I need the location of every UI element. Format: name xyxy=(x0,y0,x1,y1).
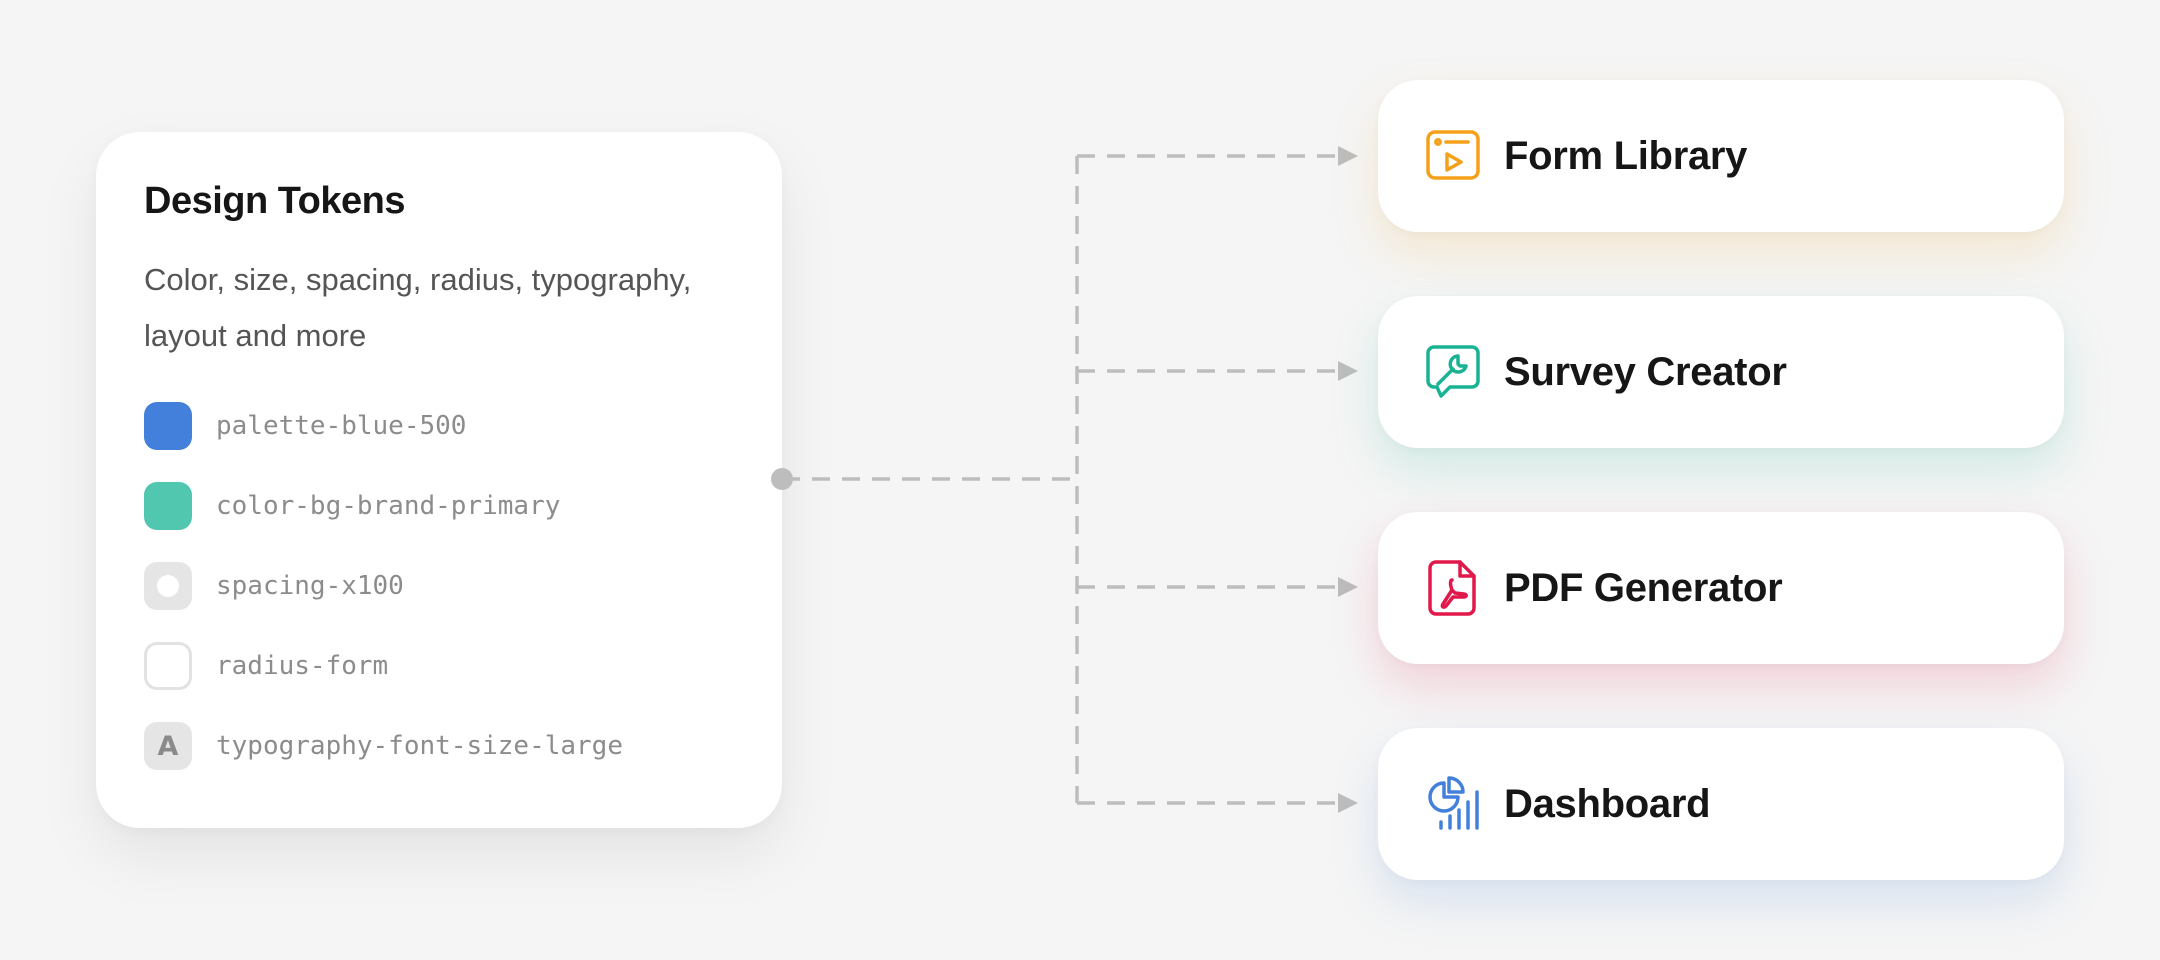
typography-swatch-icon: A xyxy=(144,722,192,770)
dashboard-card[interactable]: Dashboard xyxy=(1378,728,2064,880)
token-item-spacing-x100: spacing-x100 xyxy=(144,562,734,610)
arrowhead-survey-creator xyxy=(1338,361,1358,381)
dashboard-icon xyxy=(1428,776,1479,830)
connector-arrowheads xyxy=(1338,146,1358,813)
pdf-generator-label: PDF Generator xyxy=(1504,565,1783,610)
token-item-radius-form: radius-form xyxy=(144,642,734,690)
token-item-typography-font-size-large: A typography-font-size-large xyxy=(144,722,734,770)
token-name: spacing-x100 xyxy=(216,571,404,601)
radius-swatch-icon xyxy=(144,642,192,690)
token-name: radius-form xyxy=(216,651,389,681)
dashboard-label: Dashboard xyxy=(1504,781,1711,826)
survey-creator-card[interactable]: Survey Creator xyxy=(1378,296,2064,448)
survey-creator-label: Survey Creator xyxy=(1504,349,1787,394)
design-tokens-title: Design Tokens xyxy=(144,180,405,222)
arrowhead-form-library xyxy=(1338,146,1358,166)
token-list: palette-blue-500 color-bg-brand-primary … xyxy=(144,402,734,770)
spacing-dot xyxy=(157,575,179,597)
connector-origin-dot xyxy=(771,468,793,490)
typography-glyph: A xyxy=(157,730,179,762)
token-item-color-bg-brand-primary: color-bg-brand-primary xyxy=(144,482,734,530)
pdf-generator-icon xyxy=(1428,560,1476,616)
form-library-card[interactable]: Form Library xyxy=(1378,80,2064,232)
token-item-palette-blue-500: palette-blue-500 xyxy=(144,402,734,450)
form-library-icon xyxy=(1426,130,1480,180)
connector-paths xyxy=(782,154,1336,805)
color-swatch xyxy=(144,402,192,450)
design-tokens-description: Color, size, spacing, radius, typography… xyxy=(144,262,692,353)
design-tokens-card: Design Tokens Color, size, spacing, radi… xyxy=(96,132,782,828)
spacing-swatch-icon xyxy=(144,562,192,610)
arrowhead-pdf-generator xyxy=(1338,577,1358,597)
survey-creator-icon xyxy=(1426,345,1480,398)
form-library-label: Form Library xyxy=(1504,133,1748,178)
token-name: palette-blue-500 xyxy=(216,411,467,441)
arrowhead-dashboard xyxy=(1338,793,1358,813)
pdf-generator-card[interactable]: PDF Generator xyxy=(1378,512,2064,664)
color-swatch xyxy=(144,482,192,530)
token-name: color-bg-brand-primary xyxy=(216,491,561,521)
token-name: typography-font-size-large xyxy=(216,731,623,761)
